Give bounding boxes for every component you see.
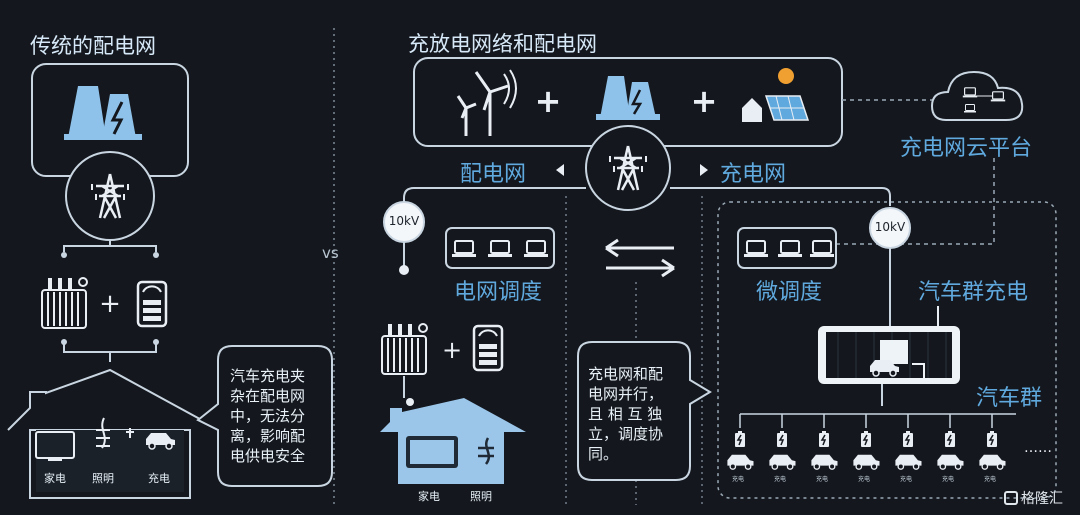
charging-grid-label: 充电网 bbox=[720, 162, 787, 187]
car-group-label: 汽车群 bbox=[976, 386, 1043, 411]
right-note-line: 同。 bbox=[588, 445, 619, 463]
right-note-line: 充电网和配 bbox=[588, 365, 664, 383]
left-note-line: 杂在配电网 bbox=[230, 387, 306, 405]
charging-car-unit bbox=[936, 414, 965, 470]
left-note-line: 汽车充电夹 bbox=[230, 367, 306, 385]
grid-dispatch-label: 电网调度 bbox=[454, 280, 543, 305]
more-cars-ellipsis: …… bbox=[1024, 440, 1052, 456]
car-mini-label: 充电 bbox=[858, 476, 871, 483]
right-house-label-lighting: 照明 bbox=[470, 490, 492, 503]
charging-car-unit bbox=[978, 414, 1007, 470]
car-mini-label: 充电 bbox=[900, 476, 913, 483]
charging-car-unit bbox=[852, 414, 881, 470]
car-mini-label: 充电 bbox=[732, 476, 745, 483]
battery-icon bbox=[776, 430, 788, 448]
watermark: 格隆汇 bbox=[1004, 488, 1063, 508]
battery-icon bbox=[734, 430, 746, 448]
right-note: 充电网和配 电网并行， 且 相 互 独 立，调度协 同。 bbox=[588, 364, 684, 464]
watermark-logo-icon bbox=[1004, 491, 1018, 505]
car-mini-label: 充电 bbox=[984, 476, 997, 483]
right-title: 充放电网络和配电网 bbox=[408, 32, 597, 56]
watermark-text: 格隆汇 bbox=[1021, 491, 1063, 507]
car-mini-label: 充电 bbox=[816, 476, 829, 483]
car-icon bbox=[768, 454, 797, 470]
left-note-line: 离，影响配 bbox=[230, 427, 306, 445]
battery-icon bbox=[944, 430, 956, 448]
car-icon bbox=[810, 454, 839, 470]
car-icon bbox=[936, 454, 965, 470]
svg-text:+: + bbox=[442, 336, 462, 364]
car-mini-label: 充电 bbox=[942, 476, 955, 483]
right-note-line: 电网并行， bbox=[588, 385, 664, 403]
kv-label-right: 10kV bbox=[874, 220, 906, 234]
charging-car-unit bbox=[768, 414, 797, 470]
svg-text:+: + bbox=[691, 82, 718, 120]
car-icon bbox=[726, 454, 755, 470]
car-group-charging-label: 汽车群充电 bbox=[918, 280, 1029, 305]
battery-icon bbox=[818, 430, 830, 448]
left-title: 传统的配电网 bbox=[30, 34, 156, 58]
cloud-platform-label: 充电网云平台 bbox=[900, 136, 1033, 161]
car-row bbox=[726, 414, 1007, 470]
left-house-label-appliance: 家电 bbox=[44, 472, 66, 485]
left-note: 汽车充电夹 杂在配电网 中，无法分 离，影响配 电供电安全 bbox=[230, 366, 328, 466]
battery-icon bbox=[860, 430, 872, 448]
left-note-line: 中，无法分 bbox=[230, 407, 306, 425]
car-icon bbox=[978, 454, 1007, 470]
right-note-line: 立，调度协 bbox=[588, 425, 664, 443]
distribution-grid-label: 配电网 bbox=[460, 162, 527, 187]
charging-car-unit bbox=[810, 414, 839, 470]
car-mini-label: 充电 bbox=[774, 476, 787, 483]
battery-icon bbox=[986, 430, 998, 448]
right-note-line: 且 相 互 独 bbox=[588, 405, 663, 423]
left-house-label-lighting: 照明 bbox=[92, 472, 114, 485]
charging-car-unit bbox=[726, 414, 755, 470]
right-house-label-appliance: 家电 bbox=[418, 490, 440, 503]
car-icon bbox=[852, 454, 881, 470]
car-icon bbox=[894, 454, 923, 470]
svg-text:+: + bbox=[535, 82, 562, 120]
micro-dispatch-label: 微调度 bbox=[756, 280, 823, 305]
svg-text:+: + bbox=[99, 289, 121, 319]
kv-label-left: 10kV bbox=[388, 214, 420, 228]
battery-icon bbox=[902, 430, 914, 448]
charging-car-unit bbox=[894, 414, 923, 470]
left-house-label-charging: 充电 bbox=[148, 472, 170, 485]
left-note-line: 电供电安全 bbox=[230, 447, 306, 465]
vs-label: vs bbox=[322, 244, 339, 262]
